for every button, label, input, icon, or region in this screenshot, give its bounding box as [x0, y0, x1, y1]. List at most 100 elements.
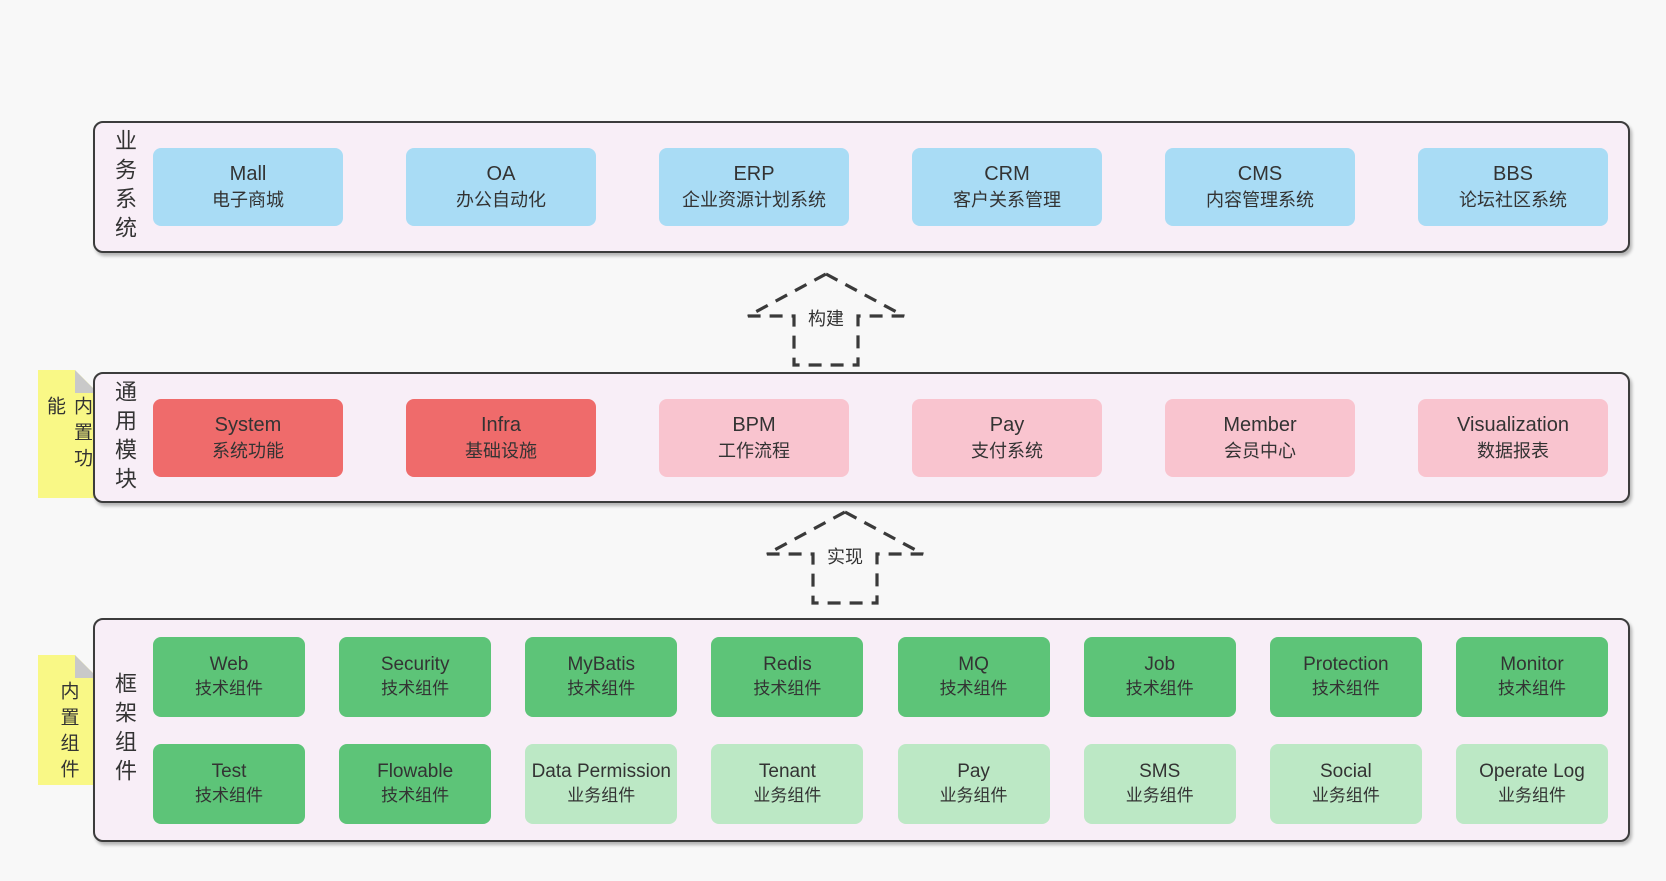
- box-title: CRM: [984, 163, 1030, 186]
- box-title: Flowable: [377, 761, 454, 783]
- box-visualization: Visualization 数据报表: [1418, 398, 1608, 477]
- box-subtitle: 技术组件: [567, 678, 636, 698]
- box-title: MQ: [958, 654, 989, 676]
- box-title: Operate Log: [1479, 761, 1585, 783]
- box-web: Web 技术组件: [153, 636, 305, 717]
- box-subtitle: 技术组件: [195, 785, 263, 805]
- common-boxes-row: System 系统功能 Infra 基础设施 BPM 工作流程 Pay 支付系统…: [153, 374, 1608, 501]
- box-redis: Redis 技术组件: [711, 636, 864, 717]
- box-monitor: Monitor 技术组件: [1455, 636, 1608, 717]
- box-data-permission: Data Permission 业务组件: [525, 743, 678, 824]
- box-system: System 系统功能: [153, 398, 343, 477]
- box-subtitle: 客户关系管理: [953, 190, 1061, 211]
- box-subtitle: 基础设施: [465, 440, 537, 461]
- box-infra: Infra 基础设施: [406, 398, 596, 477]
- box-job: Job 技术组件: [1083, 636, 1236, 717]
- box-oa: OA 办公自动化: [406, 148, 596, 226]
- box-subtitle: 技术组件: [381, 785, 450, 805]
- box-subtitle: 业务组件: [567, 785, 636, 805]
- box-subtitle: 数据报表: [1477, 440, 1549, 461]
- sticky-note-text: 内置功能: [44, 396, 92, 474]
- framework-boxes-row-1: Web 技术组件 Security 技术组件 MyBatis 技术组件 Redi…: [153, 636, 1608, 717]
- box-subtitle: 业务组件: [1311, 785, 1380, 805]
- box-title: Mall: [229, 163, 267, 186]
- build-arrow: 构建: [747, 272, 905, 367]
- box-subtitle: 技术组件: [753, 678, 822, 698]
- box-subtitle: 工作流程: [718, 440, 790, 461]
- box-subtitle: 业务组件: [939, 785, 1008, 805]
- box-title: SMS: [1139, 761, 1181, 783]
- box-title: Monitor: [1500, 654, 1564, 676]
- box-title: Web: [209, 654, 249, 676]
- box-erp: ERP 企业资源计划系统: [659, 148, 849, 226]
- framework-boxes-row-2: Test 技术组件 Flowable 技术组件 Data Permission …: [153, 743, 1608, 824]
- implement-arrow: 实现: [766, 510, 924, 605]
- box-pay-business: Pay 业务组件: [897, 743, 1050, 824]
- box-protection: Protection 技术组件: [1269, 636, 1422, 717]
- box-title: Protection: [1303, 654, 1389, 676]
- box-title: BPM: [732, 413, 776, 436]
- box-title: Job: [1144, 654, 1176, 676]
- box-title: Member: [1223, 413, 1297, 436]
- box-title: Security: [380, 654, 450, 676]
- box-subtitle: 系统功能: [212, 440, 284, 461]
- implement-arrow-label-bg: [819, 541, 871, 571]
- box-title: Social: [1319, 761, 1372, 783]
- box-operate-log: Operate Log 业务组件: [1455, 743, 1608, 824]
- business-boxes-row: Mall 电子商城 OA 办公自动化 ERP 企业资源计划系统 CRM 客户关系…: [153, 123, 1608, 251]
- box-title: CMS: [1237, 163, 1283, 186]
- box-title: Data Permission: [531, 761, 671, 783]
- common-boxes-area: System 系统功能 Infra 基础设施 BPM 工作流程 Pay 支付系统…: [153, 374, 1628, 501]
- layer-framework-components-label: 框架组件: [112, 672, 137, 788]
- box-test: Test 技术组件: [153, 743, 305, 824]
- layer-framework-components: 框架组件 Web 技术组件 Security 技术组件 MyBatis 技术组件…: [93, 618, 1630, 842]
- box-title: Tenant: [758, 761, 816, 783]
- box-pay: Pay 支付系统: [912, 398, 1102, 477]
- layer-business-systems: 业务系统 Mall 电子商城 OA 办公自动化 ERP 企业资源计划系统 CRM…: [93, 121, 1630, 253]
- box-subtitle: 论坛社区系统: [1459, 190, 1567, 211]
- box-title: MyBatis: [567, 654, 636, 676]
- box-member: Member 会员中心: [1165, 398, 1355, 477]
- box-social: Social 业务组件: [1269, 743, 1422, 824]
- box-subtitle: 会员中心: [1224, 440, 1296, 461]
- box-flowable: Flowable 技术组件: [339, 743, 492, 824]
- box-title: Visualization: [1457, 413, 1569, 436]
- box-subtitle: 企业资源计划系统: [682, 190, 826, 211]
- box-subtitle: 支付系统: [971, 440, 1043, 461]
- build-arrow-outline: [747, 272, 905, 367]
- layer-business-systems-label: 业务系统: [112, 129, 137, 245]
- box-bpm: BPM 工作流程: [659, 398, 849, 477]
- box-subtitle: 技术组件: [195, 678, 263, 698]
- box-title: ERP: [733, 163, 775, 186]
- box-subtitle: 内容管理系统: [1206, 190, 1314, 211]
- box-mall: Mall 电子商城: [153, 148, 343, 226]
- box-title: Redis: [763, 654, 812, 676]
- box-cms: CMS 内容管理系统: [1165, 148, 1355, 226]
- box-title: Pay: [989, 413, 1025, 436]
- box-mq: MQ 技术组件: [897, 636, 1050, 717]
- box-title: System: [214, 413, 282, 436]
- implement-arrow-label: 实现: [827, 547, 863, 567]
- box-subtitle: 业务组件: [1497, 785, 1566, 805]
- box-subtitle: 业务组件: [753, 785, 822, 805]
- box-subtitle: 技术组件: [939, 678, 1008, 698]
- box-title: Infra: [480, 413, 522, 436]
- box-title: Test: [211, 761, 247, 783]
- box-tenant: Tenant 业务组件: [711, 743, 864, 824]
- sticky-note-builtin-components: 内置组件: [38, 655, 98, 785]
- box-subtitle: 技术组件: [1311, 678, 1380, 698]
- box-subtitle: 电子商城: [212, 190, 284, 211]
- layer-common-modules-label: 通用模块: [112, 379, 137, 496]
- implement-arrow-outline: [766, 510, 924, 605]
- box-sms: SMS 业务组件: [1083, 743, 1236, 824]
- box-subtitle: 技术组件: [1125, 678, 1194, 698]
- box-title: OA: [486, 163, 516, 186]
- build-arrow-label-bg: [800, 303, 852, 333]
- business-boxes-area: Mall 电子商城 OA 办公自动化 ERP 企业资源计划系统 CRM 客户关系…: [153, 123, 1628, 251]
- box-subtitle: 办公自动化: [456, 190, 546, 211]
- box-bbs: BBS 论坛社区系统: [1418, 148, 1608, 226]
- sticky-note-text: 内置组件: [57, 681, 79, 785]
- box-subtitle: 技术组件: [1497, 678, 1566, 698]
- box-crm: CRM 客户关系管理: [912, 148, 1102, 226]
